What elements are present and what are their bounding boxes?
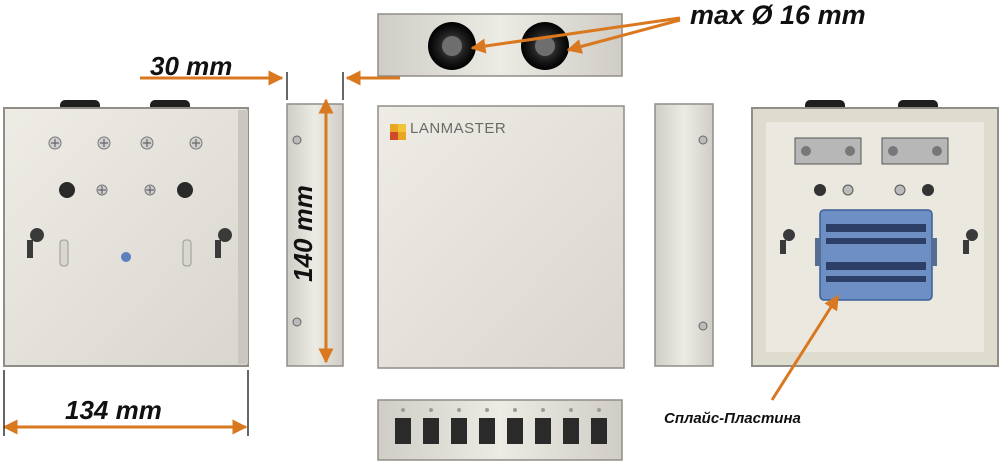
brand-name: LANMASTER: [410, 120, 507, 137]
depth-label: 30 mm: [150, 51, 233, 81]
bottom-view: [377, 399, 623, 461]
dimension-arrows: [2, 16, 840, 436]
splice-plate: [815, 209, 937, 301]
side-view-left: [286, 103, 344, 367]
back-view: [3, 100, 249, 367]
side-view-right: [654, 103, 714, 367]
width-label: 134 mm: [65, 395, 162, 425]
port-openings: [395, 418, 607, 444]
splice-plate-label: Сплайс-Пластина: [664, 410, 801, 427]
lanmaster-logo-icon: [390, 124, 398, 132]
front-view: [377, 105, 625, 369]
open-view: [751, 100, 999, 367]
height-label: 140 mm: [287, 185, 318, 282]
max-diameter-label: max Ø 16 mm: [690, 0, 866, 30]
